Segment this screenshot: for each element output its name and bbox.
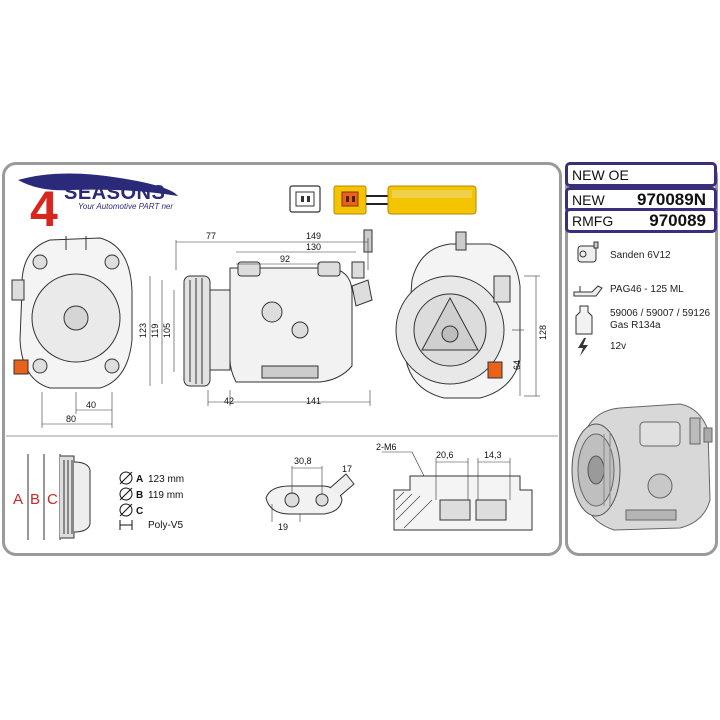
- side-view-dim-labels: 77 149 130 92 123 119 105 42 141: [138, 231, 321, 406]
- pulley-belt: Poly-V5: [148, 520, 183, 531]
- dim-17: 17: [342, 464, 352, 474]
- spec-compressor: Sanden 6V12: [610, 250, 671, 261]
- spec-gas: Gas R134a: [610, 320, 661, 331]
- dim-80: 80: [66, 414, 76, 424]
- fitting-detail: [265, 466, 355, 522]
- new-code: 970089N: [636, 190, 706, 209]
- new-oe-box: NEW OE: [565, 162, 717, 187]
- dim-64: 64: [512, 360, 522, 370]
- compressor-icon: [577, 241, 599, 263]
- connector-plug: [289, 185, 321, 213]
- brand-digit: 4: [30, 181, 58, 237]
- new-oe-label: NEW OE: [572, 167, 629, 183]
- rmfg-code: 970089: [649, 211, 706, 230]
- side-view-dims: [149, 238, 371, 406]
- dim-92: 92: [280, 254, 290, 264]
- brand-logo: 4 SEASONS Your Automotive PART ner: [18, 173, 178, 237]
- dim-130: 130: [306, 242, 321, 252]
- pulley-c-label: C: [136, 506, 143, 517]
- side-view: [183, 229, 373, 387]
- dim-141: 141: [306, 396, 321, 406]
- pulley-b-value: 119 mm: [148, 490, 183, 501]
- pulley-letters: A B C: [13, 491, 58, 508]
- pulley-a-value: 123 mm: [148, 474, 184, 485]
- bottle-icon: [575, 305, 593, 335]
- dim-30-8: 30,8: [294, 456, 312, 466]
- pulley-b-label: B: [136, 490, 143, 501]
- dim-19: 19: [278, 522, 288, 532]
- new-label: NEW: [572, 192, 605, 208]
- rear-view-dims: [512, 275, 540, 397]
- lightning-icon: [578, 338, 588, 356]
- connector-harness: [333, 185, 477, 215]
- dim-2-m6: 2-M6: [376, 442, 397, 452]
- dim-105: 105: [162, 323, 172, 338]
- letter-c: C: [47, 491, 58, 508]
- diameter-icon: [119, 471, 133, 530]
- pulley-legend: A 123 mm B 119 mm C Poly-V5: [119, 471, 184, 531]
- dim-20-6: 20,6: [436, 450, 454, 460]
- spec-voltage: 12v: [610, 341, 626, 352]
- dim-42: 42: [224, 396, 234, 406]
- dim-123: 123: [138, 323, 148, 338]
- rear-view-dim-labels: 128 64: [512, 325, 548, 370]
- dim-14-3: 14,3: [484, 450, 502, 460]
- letter-b: B: [30, 491, 40, 508]
- dim-40: 40: [86, 400, 96, 410]
- front-view-dims: 40 80: [41, 392, 113, 428]
- section-dim-labels: 2-M6 20,6 14,3: [376, 442, 502, 460]
- rmfg-code-box: RMFG 970089: [565, 208, 717, 233]
- rear-view: [395, 231, 521, 399]
- dim-119: 119: [150, 324, 160, 338]
- pulley-detail: [27, 454, 91, 540]
- brand-tagline: Your Automotive PART ner: [78, 202, 173, 211]
- pulley-a-label: A: [136, 474, 143, 485]
- section-detail: [382, 451, 533, 531]
- new-code-box: NEW 970089N: [565, 187, 717, 212]
- brand-name: SEASONS: [64, 182, 165, 204]
- front-view: [11, 236, 133, 389]
- spec-list: Sanden 6V12 PAG46 - 125 ML 59006 / 59007…: [573, 241, 711, 356]
- oil-can-icon: [573, 285, 603, 297]
- compressor-product-image: [571, 403, 713, 531]
- dim-77: 77: [206, 231, 216, 241]
- dim-128: 128: [538, 325, 548, 340]
- letter-a: A: [13, 491, 23, 508]
- rmfg-label: RMFG: [572, 213, 614, 229]
- spec-refs: 59006 / 59007 / 59126: [610, 308, 711, 319]
- fitting-dim-labels: 30,8 17 19: [278, 456, 352, 532]
- dim-149: 149: [306, 231, 321, 241]
- spec-oil: PAG46 - 125 ML: [610, 284, 684, 295]
